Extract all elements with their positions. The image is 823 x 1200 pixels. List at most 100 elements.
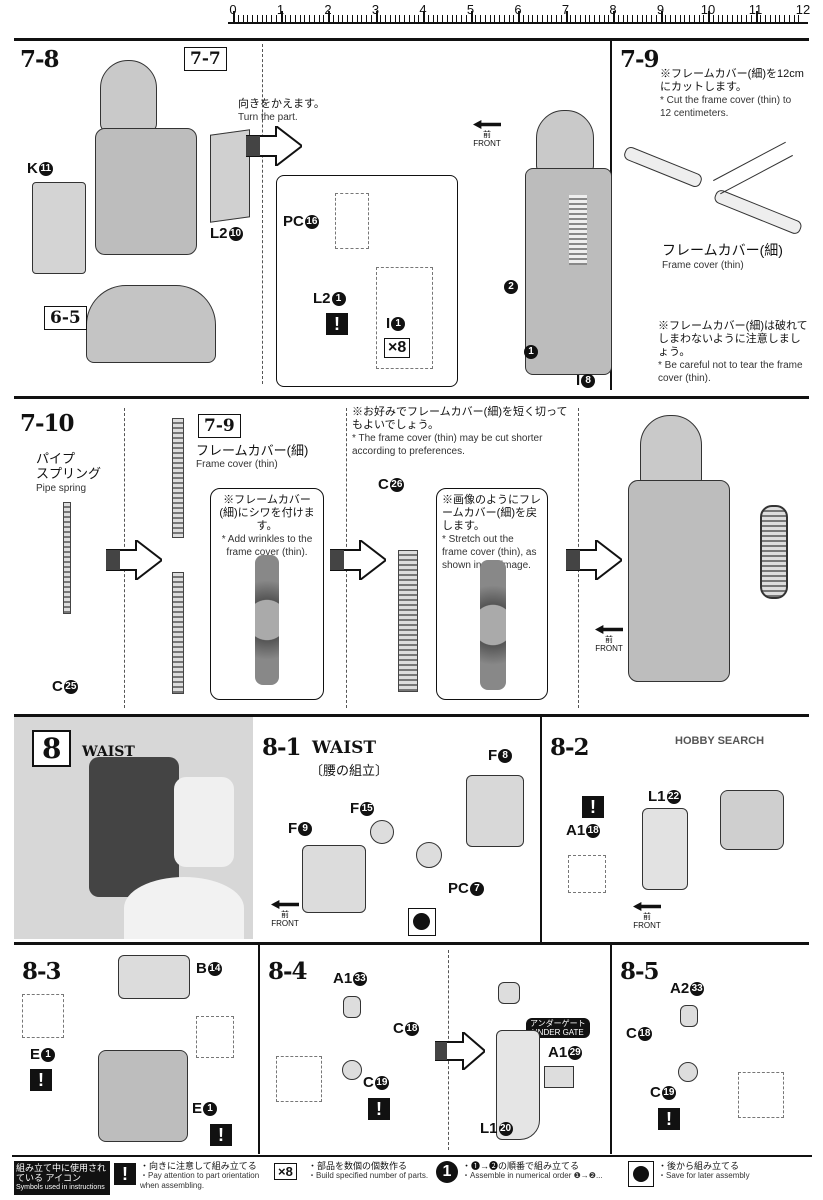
ruler-tick bbox=[727, 15, 728, 23]
section-8-number: 8 bbox=[32, 730, 72, 767]
ruler-tick bbox=[299, 15, 301, 23]
x8-icon: ×8 bbox=[384, 338, 411, 358]
ref-6-5: 6-5 bbox=[44, 306, 87, 330]
cut-note: ※フレームカバー(細)を12cmにカットします。 * Cut the frame… bbox=[660, 68, 804, 119]
orientation-icon-2: ! bbox=[582, 796, 604, 818]
ruler-tick bbox=[731, 15, 733, 23]
ruler-tick bbox=[765, 15, 766, 23]
section-8-label: WAIST bbox=[82, 744, 135, 760]
ruler-tick bbox=[717, 15, 719, 23]
step-arrow-icon-2 bbox=[330, 540, 386, 580]
waist-frame-assembled bbox=[720, 790, 784, 850]
ruler-tick bbox=[722, 15, 724, 23]
part-joint bbox=[342, 1060, 362, 1080]
orientation-detail-box-2 bbox=[22, 994, 64, 1038]
ruler-tick bbox=[660, 11, 663, 23]
legend-count-text: ・部品を数個の個数作る ・Build specified number of p… bbox=[308, 1161, 429, 1180]
ruler-number: 3 bbox=[371, 2, 380, 17]
ruler-tick bbox=[484, 15, 486, 23]
ruler-number: 8 bbox=[609, 2, 617, 17]
waist-assembly-part bbox=[98, 1050, 188, 1142]
ruler-tick bbox=[489, 15, 491, 23]
frame-cover-on-spring bbox=[172, 572, 184, 694]
part-joint-2 bbox=[678, 1062, 698, 1082]
ruler-tick bbox=[613, 11, 615, 23]
ruler-tick bbox=[646, 15, 648, 23]
part-l1-22 bbox=[642, 808, 688, 890]
ruler-tick bbox=[784, 15, 785, 23]
ruler-tick bbox=[437, 15, 439, 23]
ruler-tick bbox=[665, 15, 667, 23]
row2-top-border bbox=[14, 396, 809, 399]
ruler-tick bbox=[266, 15, 268, 23]
ruler-tick bbox=[779, 15, 781, 23]
ruler-tick bbox=[750, 15, 752, 23]
row4-divider-2 bbox=[610, 942, 612, 1154]
ruler-number: 1 bbox=[276, 2, 285, 17]
ruler-tick bbox=[679, 15, 681, 23]
part-pc7 bbox=[416, 842, 442, 868]
ruler-tick bbox=[603, 15, 605, 23]
ruler-tick bbox=[309, 15, 310, 23]
ruler-tick bbox=[404, 15, 405, 23]
ruler-tick bbox=[684, 15, 686, 23]
part-a1-top bbox=[498, 982, 520, 1004]
seq-2-marker: 2 bbox=[503, 278, 518, 295]
ruler-tick bbox=[689, 15, 690, 23]
turn-part-note: 向きをかえます。 Turn the part. bbox=[238, 98, 325, 123]
ruler-tick bbox=[413, 15, 415, 23]
ruler-number: 0 bbox=[229, 2, 237, 17]
ruler-tick bbox=[423, 11, 425, 23]
row1-top-border bbox=[14, 38, 809, 41]
step-8-5-title: 8-5 bbox=[620, 958, 660, 985]
ruler-tick bbox=[342, 15, 344, 23]
ruler-tick bbox=[584, 15, 586, 23]
torso-part bbox=[95, 128, 197, 255]
ruler-tick bbox=[366, 15, 367, 23]
ruler-tick bbox=[318, 15, 320, 23]
ruler-tick bbox=[755, 11, 758, 23]
ruler-tick bbox=[247, 15, 249, 23]
ruler-tick bbox=[641, 15, 643, 23]
row4-divider-1 bbox=[258, 942, 260, 1154]
ruler-number: 4 bbox=[419, 2, 427, 17]
step-arrow-icon-4 bbox=[435, 1032, 485, 1070]
orientation-detail-box-3 bbox=[196, 1016, 234, 1058]
ruler-tick bbox=[275, 15, 277, 23]
ruler-tick bbox=[337, 15, 339, 23]
ruler-tick bbox=[356, 15, 358, 23]
shorter-note: ※お好みでフレームカバー(細)を短く切ってもよいでしょう。 * The fram… bbox=[352, 406, 568, 457]
ruler-tick bbox=[589, 15, 591, 23]
frame-cover-assembled bbox=[569, 195, 587, 265]
row1-dash-divider bbox=[262, 44, 263, 384]
row3-divider bbox=[540, 714, 542, 942]
ruler-tick bbox=[632, 15, 633, 23]
ruler-tick bbox=[418, 15, 420, 23]
row3-top-border bbox=[14, 714, 809, 717]
legend-header: 組み立て中に使用されている アイコン Symbols used in instr… bbox=[14, 1161, 110, 1195]
step-8-4-title: 8-4 bbox=[268, 958, 308, 985]
orientation-detail-box-4 bbox=[276, 1056, 322, 1102]
pc16-detail-box bbox=[335, 193, 369, 249]
pipe-spring-part bbox=[63, 502, 71, 614]
legend-later-icon bbox=[628, 1161, 654, 1187]
ruler-tick bbox=[252, 15, 253, 23]
ruler-tick bbox=[375, 11, 378, 23]
ruler-tick bbox=[594, 15, 595, 23]
ruler-tick bbox=[608, 15, 610, 23]
ruler-tick bbox=[579, 15, 581, 23]
part-f15 bbox=[370, 820, 394, 844]
ruler-tick bbox=[788, 15, 790, 23]
ruler-tick bbox=[598, 15, 600, 23]
